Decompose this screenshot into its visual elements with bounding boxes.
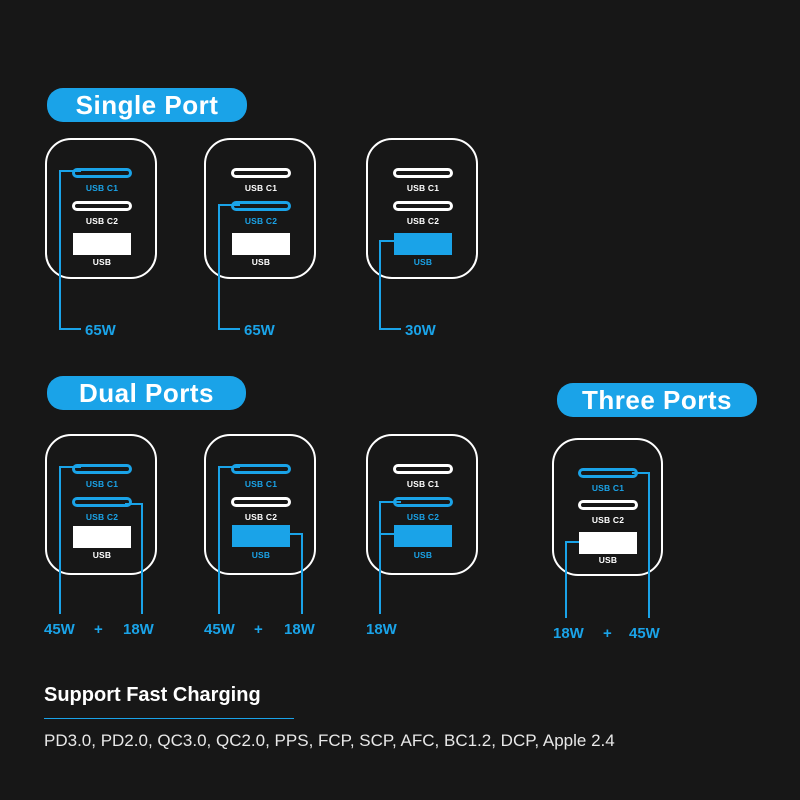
- output-watt: 18W: [123, 621, 154, 638]
- output-watt: 65W: [85, 322, 116, 339]
- connector-line: [379, 240, 395, 242]
- usb-c1-port: [72, 168, 132, 178]
- usb-c1-label: USB C1: [85, 479, 119, 489]
- output-watt: 45W: [629, 625, 660, 642]
- connector-line: [125, 503, 143, 505]
- connector-line: [59, 328, 81, 330]
- connector-line: [141, 503, 143, 614]
- usb-c1-port: [231, 464, 291, 474]
- usb-a-port: [232, 233, 290, 255]
- three-ports-heading: Three Ports: [557, 383, 757, 417]
- connector-line: [59, 170, 61, 330]
- connector-line: [59, 466, 61, 614]
- title-underline: [44, 718, 294, 719]
- connector-line: [648, 472, 650, 618]
- connector-line: [379, 328, 401, 330]
- usb-a-port: [394, 525, 452, 547]
- usb-c2-port: [393, 201, 453, 211]
- usb-c2-label: USB C2: [406, 512, 440, 522]
- connector-line: [218, 328, 240, 330]
- connector-line: [379, 240, 381, 330]
- output-watt: 18W: [553, 625, 584, 642]
- usb-a-port: [394, 233, 452, 255]
- output-watt: 30W: [405, 322, 436, 339]
- plus-sign: +: [254, 621, 263, 638]
- usb-c2-label: USB C2: [244, 512, 278, 522]
- usb-c2-port: [393, 497, 453, 507]
- usb-c2-port: [231, 497, 291, 507]
- connector-line: [218, 204, 240, 206]
- usb-c1-label: USB C1: [85, 183, 119, 193]
- output-watt: 45W: [44, 621, 75, 638]
- usb-c2-label: USB C2: [244, 216, 278, 226]
- connector-line: [288, 533, 303, 535]
- connector-line: [301, 533, 303, 614]
- usb-a-label: USB: [413, 550, 433, 560]
- connector-line: [59, 170, 81, 172]
- usb-c1-label: USB C1: [406, 183, 440, 193]
- connector-line: [218, 204, 220, 330]
- usb-a-port: [232, 525, 290, 547]
- connector-line: [565, 541, 567, 618]
- usb-a-label: USB: [251, 257, 271, 267]
- connector-line: [565, 541, 579, 543]
- charger-single-usb-a: USB C1 USB C2 USB: [366, 138, 478, 279]
- connector-line: [218, 466, 240, 468]
- usb-c2-label: USB C2: [85, 512, 119, 522]
- connector-line: [379, 501, 381, 614]
- usb-a-label: USB: [92, 550, 112, 560]
- dual-ports-heading: Dual Ports: [47, 376, 246, 410]
- plus-sign: +: [603, 625, 612, 642]
- usb-a-port: [73, 526, 131, 548]
- usb-c1-label: USB C1: [406, 479, 440, 489]
- charger-single-c1: USB C1 USB C2 USB: [45, 138, 157, 279]
- charger-dual-c2-usb-a: USB C1 USB C2 USB: [366, 434, 478, 575]
- connector-line: [379, 501, 401, 503]
- usb-c1-port: [578, 468, 638, 478]
- charger-single-c2: USB C1 USB C2 USB: [204, 138, 316, 279]
- usb-c1-port: [393, 168, 453, 178]
- connector-line: [632, 472, 650, 474]
- usb-a-label: USB: [598, 555, 618, 565]
- usb-a-label: USB: [92, 257, 112, 267]
- charger-three-ports: USB C1 USB C2 USB: [552, 438, 663, 576]
- usb-c1-port: [393, 464, 453, 474]
- usb-c2-label: USB C2: [591, 515, 625, 525]
- usb-a-label: USB: [251, 550, 271, 560]
- output-watt: 18W: [366, 621, 397, 638]
- usb-c2-port: [578, 500, 638, 510]
- usb-c2-port: [72, 497, 132, 507]
- usb-c2-port: [231, 201, 291, 211]
- connector-line: [218, 466, 220, 614]
- usb-a-label: USB: [413, 257, 433, 267]
- output-watt: 18W: [284, 621, 315, 638]
- fast-charging-protocols: PD3.0, PD2.0, QC3.0, QC2.0, PPS, FCP, SC…: [44, 731, 615, 750]
- usb-c1-label: USB C1: [591, 483, 625, 493]
- fast-charging-title: Support Fast Charging: [44, 684, 261, 706]
- output-watt: 45W: [204, 621, 235, 638]
- usb-c1-label: USB C1: [244, 183, 278, 193]
- usb-c2-label: USB C2: [85, 216, 119, 226]
- usb-c2-label: USB C2: [406, 216, 440, 226]
- output-watt: 65W: [244, 322, 275, 339]
- charger-dual-c1-usb-a: USB C1 USB C2 USB: [204, 434, 316, 575]
- connector-line: [379, 533, 394, 535]
- usb-a-port: [73, 233, 131, 255]
- connector-line: [59, 466, 81, 468]
- usb-a-port: [579, 532, 637, 554]
- usb-c1-label: USB C1: [244, 479, 278, 489]
- usb-c1-port: [72, 464, 132, 474]
- usb-c1-port: [231, 168, 291, 178]
- usb-c2-port: [72, 201, 132, 211]
- single-port-heading: Single Port: [47, 88, 247, 122]
- plus-sign: +: [94, 621, 103, 638]
